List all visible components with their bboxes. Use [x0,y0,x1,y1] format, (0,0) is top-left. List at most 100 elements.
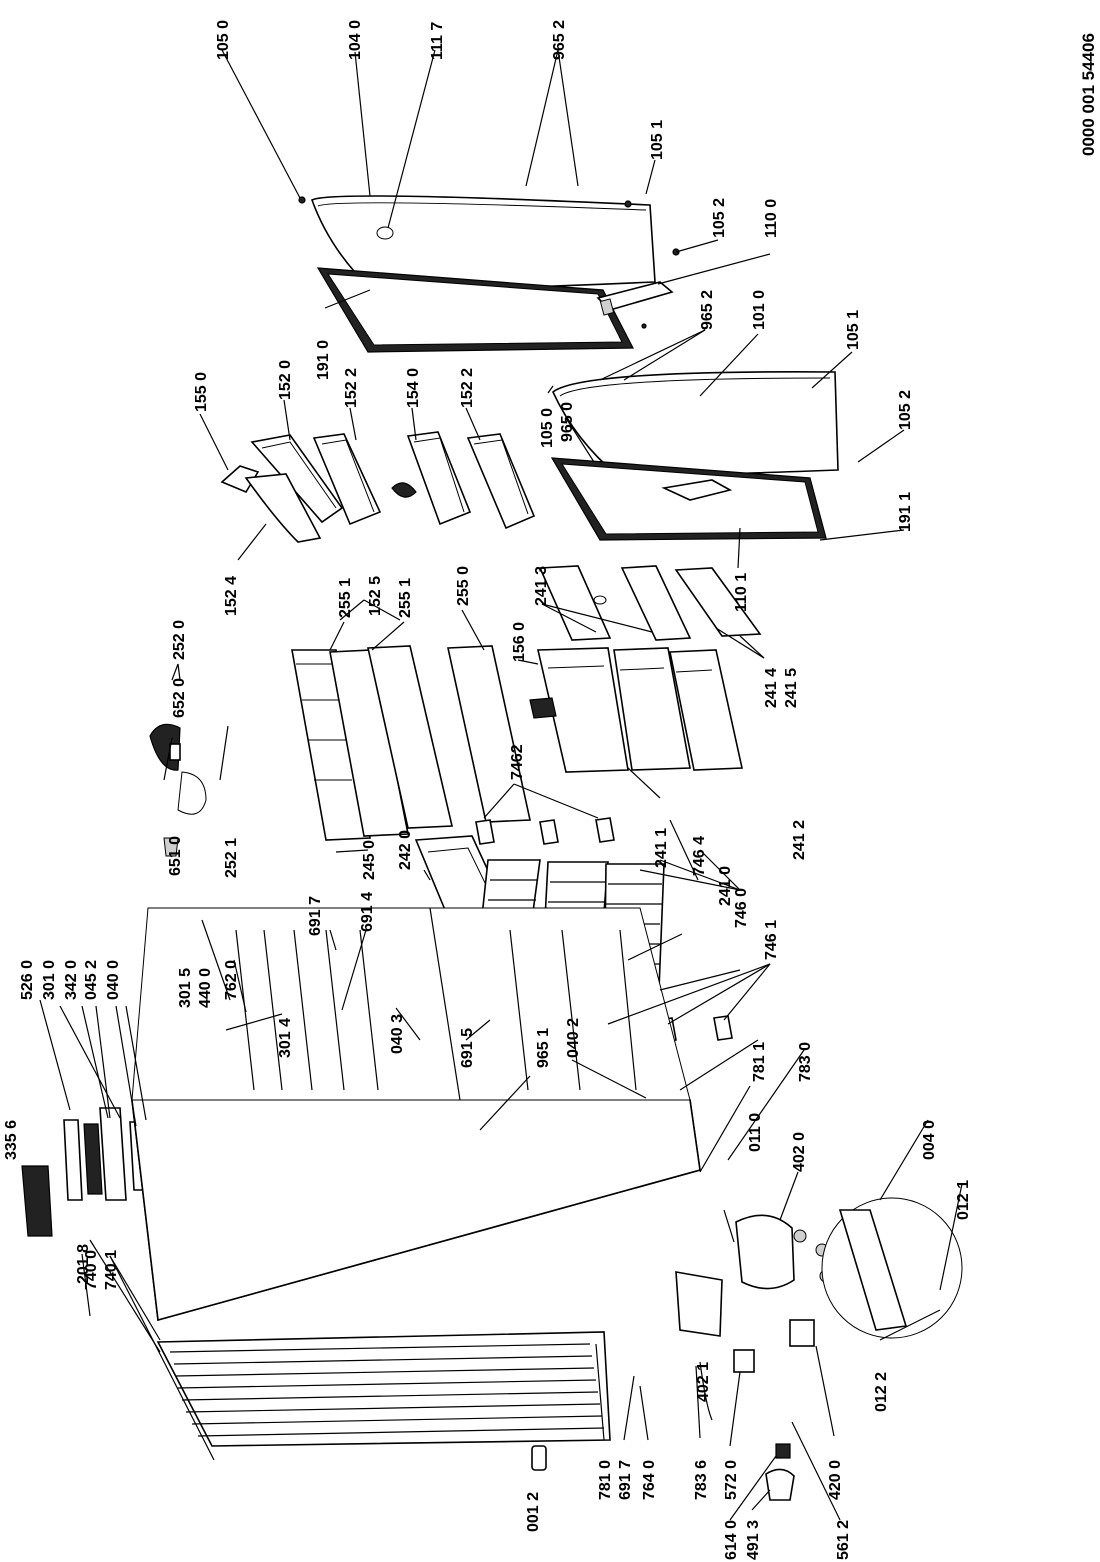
door-shelf-set [220,431,536,543]
callout-1525: 152 5 [367,576,384,616]
callout-3015: 301 5 [177,968,194,1008]
document-code: 0000 001 54406 [1079,33,1098,156]
callout-4913: 491 3 [745,1520,762,1560]
freezer-drawers [529,647,743,773]
callout-6140: 614 0 [723,1520,740,1560]
callout-5260: 526 0 [19,960,36,1000]
capacitor-icon [789,1319,815,1347]
callout-4200: 420 0 [827,1460,844,1500]
callout-1560: 156 0 [511,622,528,662]
callout-1522-b: 152 2 [459,368,476,408]
callout-0122: 012 2 [873,1372,890,1412]
callout-7810: 781 0 [597,1460,614,1500]
callout-2450: 245 0 [361,840,378,880]
callout-0110: 011 0 [747,1113,764,1152]
callout-3014: 301 4 [277,1018,294,1058]
callout-6917: 691 7 [307,896,324,936]
callout-1101: 110 1 [733,573,750,612]
callout-1010: 101 0 [751,290,768,330]
callout-1550: 155 0 [193,372,210,412]
callout-2520: 252 0 [171,620,188,660]
callout-7836: 783 6 [693,1460,710,1500]
callout-1051-mid: 105 1 [845,310,862,350]
light-assembly [149,723,207,857]
callout-0403: 040 3 [389,1014,406,1054]
callout-4021: 402 1 [695,1362,712,1402]
callout-1052: 105 2 [711,198,728,238]
compressor [735,1214,833,1290]
callout-2018: 201 8 [75,1244,92,1284]
callout-2551-a: 255 1 [337,578,354,618]
callout-2413: 241 3 [533,566,550,606]
callout-0012: 001 2 [525,1492,542,1532]
compressor-baseplate [821,1197,963,1339]
thermostat-module [21,1165,53,1237]
callout-2414: 241 4 [763,668,780,708]
upper-hinge [596,281,674,316]
callout-4400: 440 0 [197,968,214,1008]
callout-1100: 110 0 [763,199,780,238]
callout-9651: 965 1 [535,1028,552,1068]
callout-1911: 191 1 [897,492,914,532]
callout-2412: 241 2 [791,820,808,860]
callout-1910: 191 0 [315,340,332,380]
callout-1524: 152 4 [223,576,240,616]
callout-0040: 004 0 [921,1120,938,1160]
callout-1050: 105 0 [215,20,232,60]
callout-1040: 104 0 [347,20,364,60]
callout-1051: 105 1 [649,120,666,160]
drain-tray [675,1271,723,1337]
callout-9652: 965 2 [551,20,568,60]
callout-2551-b: 255 1 [397,578,414,618]
callout-7460: 746 0 [733,888,750,928]
callout-5612: 561 2 [835,1520,852,1560]
callout-1052-mid: 105 2 [897,390,914,430]
callout-6520: 652 0 [171,678,188,718]
callout-2410: 241 0 [717,866,734,906]
callout-7620: 762 0 [223,960,240,1000]
callout-1520: 152 0 [277,360,294,400]
fridge-door-gasket [550,457,827,541]
callout-6915: 691 5 [459,1028,476,1068]
callout-0452: 045 2 [83,960,100,1000]
callout-1050-mid: 105 0 [539,408,556,448]
door-badge-icon [376,226,394,240]
callout-0402: 040 2 [565,1018,582,1058]
callout-6914: 691 4 [359,892,376,932]
door-handle [661,479,733,501]
callout-2411: 241 1 [653,828,670,868]
callout-0121: 012 1 [955,1180,972,1220]
glass-shelves [291,645,531,841]
callout-3356: 335 6 [3,1120,20,1160]
callout-7830: 783 0 [797,1042,814,1082]
callout-9652-mid: 965 2 [699,290,716,330]
callout-9650: 965 0 [559,402,576,442]
callout-7464: 746 4 [691,836,708,876]
small-screws-top [298,196,680,329]
leader-lines [39,49,963,1521]
bottle-holder [244,473,322,543]
drawer-fronts [538,565,762,641]
callout-0400: 040 0 [105,960,122,1000]
callout-4020: 402 0 [791,1132,808,1172]
callout-1522-a: 152 2 [343,368,360,408]
small-electrical-parts [531,1209,815,1501]
callout-3010: 301 0 [41,960,58,1000]
condenser [156,1331,611,1447]
relay-icon [733,1349,755,1373]
egg-tray [220,465,260,494]
callout-labels: 105 0 104 0 111 7 965 2 105 1 105 2 110 … [3,20,972,1560]
callout-1540: 154 0 [405,368,422,408]
callout-5720: 572 0 [723,1460,740,1500]
callout-2420: 242 0 [397,830,414,870]
callout-1117: 111 7 [429,22,446,60]
callout-2521: 252 1 [223,838,240,878]
callout-6917-bot: 691 7 [617,1460,634,1500]
control-panel-parts [21,1107,147,1237]
callout-7640: 764 0 [641,1460,658,1500]
callout-7401: 740 1 [103,1250,120,1290]
callout-6510: 651 0 [167,836,184,876]
callout-2550: 255 0 [455,566,472,606]
